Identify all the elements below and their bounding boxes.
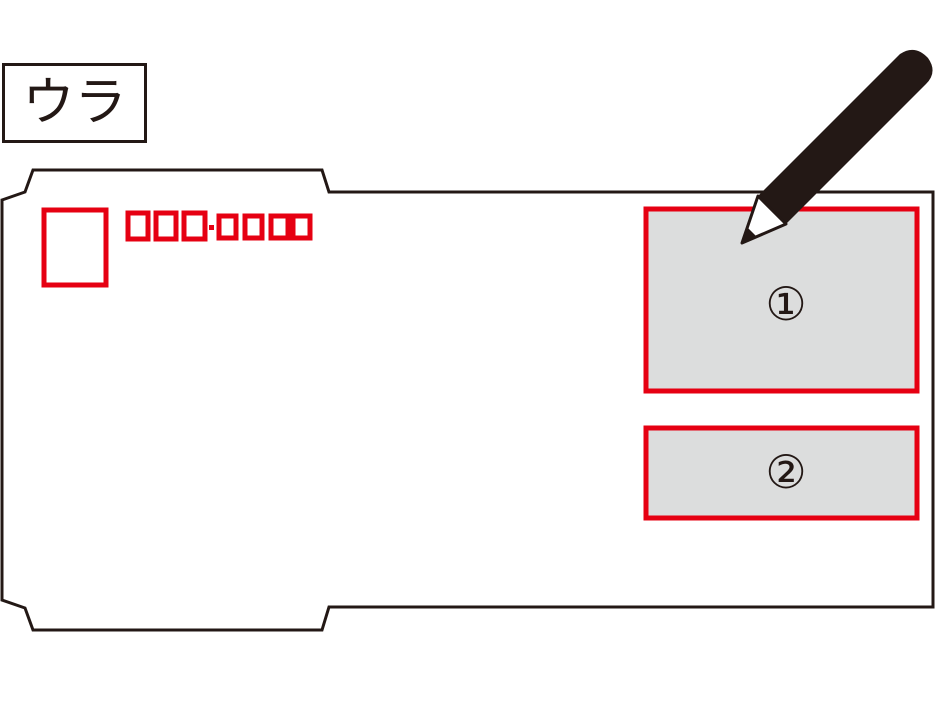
field-2-number: ② xyxy=(765,445,806,499)
postal-box xyxy=(125,210,151,242)
field-1-number: ① xyxy=(765,277,806,331)
postal-box xyxy=(290,213,313,241)
postal-box xyxy=(181,210,208,242)
postal-hyphen xyxy=(209,225,214,230)
postal-code-boxes xyxy=(125,210,313,242)
field-2 xyxy=(643,425,920,521)
back-side-label: ウラ xyxy=(2,63,147,143)
postal-box xyxy=(153,210,179,242)
postal-box xyxy=(268,213,291,241)
stamp-area xyxy=(41,207,109,288)
pencil-icon xyxy=(740,49,933,245)
postal-box xyxy=(216,213,239,241)
postal-box xyxy=(242,213,265,241)
